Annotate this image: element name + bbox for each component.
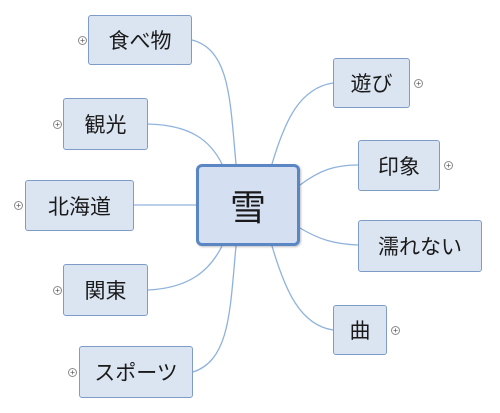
- topic-hokkaido[interactable]: 北海道: [25, 180, 134, 231]
- connector-food: [191, 39, 237, 165]
- topic-kanto[interactable]: 関東: [63, 264, 148, 316]
- connector-song: [271, 245, 334, 331]
- connector-kanto: [147, 245, 223, 291]
- connector-impression: [299, 164, 359, 186]
- expand-hokkaido-icon[interactable]: +: [14, 201, 23, 210]
- topic-food[interactable]: 食べ物: [88, 15, 192, 65]
- topic-song[interactable]: 曲: [333, 305, 387, 355]
- expand-sports-icon[interactable]: +: [68, 368, 77, 377]
- topic-impression[interactable]: 印象: [358, 140, 440, 191]
- connector-dont-get-wet: [299, 227, 359, 246]
- topic-dont-get-wet[interactable]: 濡れない: [358, 220, 482, 272]
- expand-food-icon[interactable]: +: [78, 36, 87, 45]
- central-topic[interactable]: 雪: [196, 164, 300, 246]
- connector-sightseeing: [147, 123, 223, 165]
- topic-play[interactable]: 遊び: [333, 58, 410, 108]
- topic-sightseeing[interactable]: 観光: [63, 98, 148, 150]
- topic-sports[interactable]: スポーツ: [79, 346, 193, 398]
- connector-sports: [192, 245, 237, 373]
- expand-impression-icon[interactable]: +: [444, 161, 453, 170]
- expand-kanto-icon[interactable]: +: [53, 286, 62, 295]
- expand-sightseeing-icon[interactable]: +: [53, 120, 62, 129]
- expand-song-icon[interactable]: +: [391, 326, 400, 335]
- expand-play-icon[interactable]: +: [414, 79, 423, 88]
- connector-play: [271, 82, 334, 165]
